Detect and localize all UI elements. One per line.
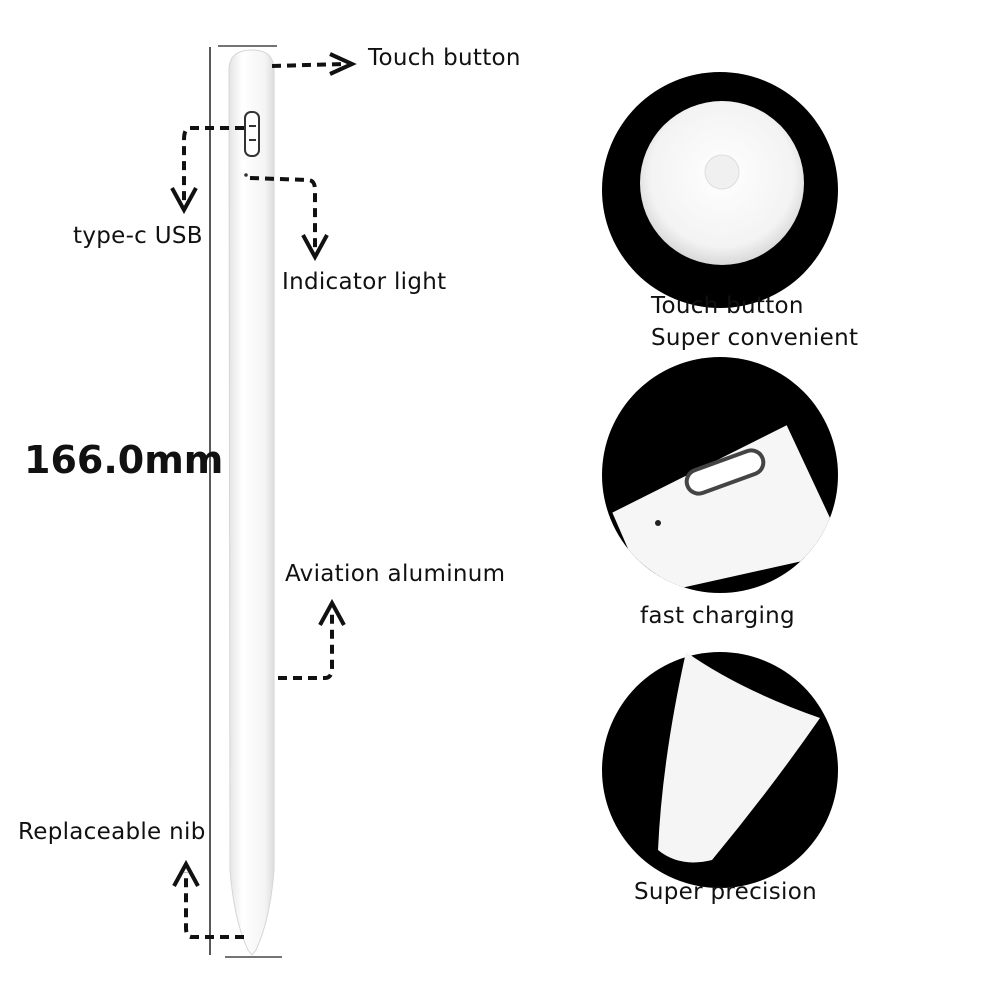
usb-port xyxy=(244,111,260,157)
feature-fast-charging: fast charging xyxy=(640,603,795,629)
callout-indicator-light: Indicator light xyxy=(282,269,447,295)
indicator-light xyxy=(244,173,248,177)
feature-touch-subtitle: Super convenient xyxy=(651,325,859,351)
touch-button-closeup xyxy=(602,72,838,308)
callout-replaceable-nib: Replaceable nib xyxy=(18,819,206,845)
stylus-pen xyxy=(228,49,275,956)
callout-arrows xyxy=(182,62,346,939)
dimension-line xyxy=(209,45,282,958)
callout-aviation-aluminum: Aviation aluminum xyxy=(285,561,506,587)
charging-port-closeup xyxy=(602,357,846,596)
length-dimension: 166.0mm xyxy=(24,438,224,482)
callout-touch-button: Touch button xyxy=(368,45,521,71)
feature-touch-title: Touch button xyxy=(651,293,804,319)
feature-super-precision: Super precision xyxy=(634,879,817,905)
arrow-heads xyxy=(170,52,357,887)
callout-type-c-usb: type-c USB xyxy=(73,223,203,249)
nib-closeup xyxy=(602,652,838,888)
